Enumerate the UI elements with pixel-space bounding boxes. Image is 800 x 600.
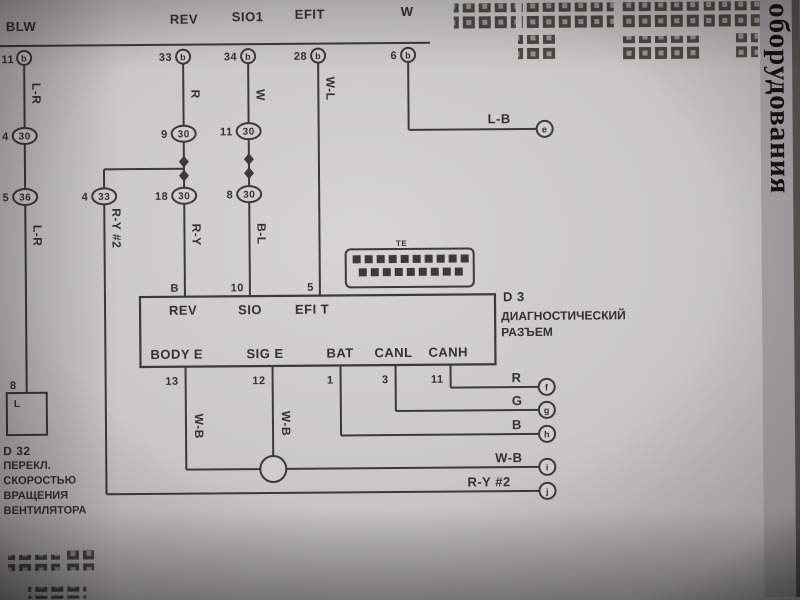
wiring-diagram-photo: BLW REV SIO1 EFIT W b b b b b 11 33 34 2… xyxy=(0,0,800,600)
wiring-diagram-svg: BLW REV SIO1 EFIT W b b b b b 11 33 34 2… xyxy=(0,0,800,600)
photo-vignette xyxy=(0,0,800,600)
